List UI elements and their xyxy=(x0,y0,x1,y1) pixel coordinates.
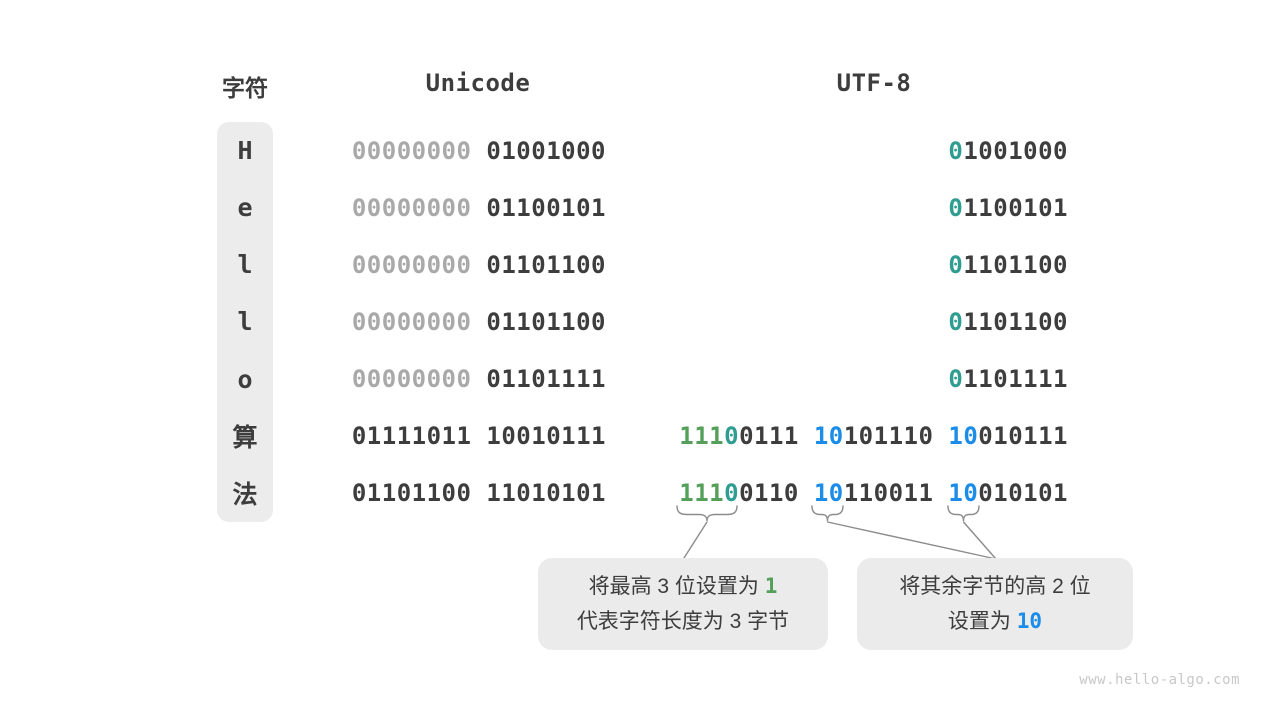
text-segment: 111 xyxy=(679,422,725,451)
column-header-char: 字符 xyxy=(222,75,268,101)
text-segment: 111 xyxy=(679,479,725,508)
text-segment: 00000000 xyxy=(351,136,487,165)
callout-line: 设置为 10 xyxy=(857,604,1133,639)
text-segment: 0 xyxy=(948,365,964,394)
callout-line: 将其余字节的高 2 位 xyxy=(857,569,1133,604)
char-cell: e xyxy=(217,179,273,236)
text-segment: 0 xyxy=(948,250,964,279)
text-segment: 设置为 xyxy=(947,610,1017,633)
text-segment: 1001000 xyxy=(963,136,1068,165)
text-segment: l xyxy=(237,250,253,280)
callout-line: 代表字符长度为 3 字节 xyxy=(538,604,828,639)
text-segment: 0 xyxy=(948,307,964,336)
text-segment: 010111 xyxy=(978,422,1068,451)
unicode-row: 00000000 01101100 xyxy=(340,293,606,350)
text-segment: 00000000 xyxy=(351,250,487,279)
text-segment: 将最高 3 位设置为 xyxy=(588,575,765,598)
text-segment: 10 xyxy=(813,422,844,451)
char-cell: 算 xyxy=(217,408,273,465)
text-segment: 10 xyxy=(1016,609,1043,633)
text-segment: 0 xyxy=(724,422,740,451)
unicode-row: 00000000 01101100 xyxy=(340,236,606,293)
connector-line-prefix xyxy=(683,521,708,559)
text-segment: 10 xyxy=(813,479,844,508)
unicode-row: 00000000 01001000 xyxy=(340,122,606,179)
text-segment: 101110 xyxy=(843,422,949,451)
unicode-row: 01101100 11010101 xyxy=(340,465,606,522)
text-segment: 算 xyxy=(232,423,258,453)
text-segment: 01100101 xyxy=(486,193,606,222)
text-segment: 00000000 xyxy=(351,193,487,222)
text-segment: 0 xyxy=(724,479,740,508)
column-header-utf8: UTF-8 xyxy=(836,69,912,97)
callout-line: 将最高 3 位设置为 1 xyxy=(538,569,828,604)
unicode-row: 00000000 01100101 xyxy=(340,179,606,236)
text-segment: 0111 xyxy=(739,422,814,451)
char-cell: o xyxy=(217,351,273,408)
text-segment: 01111011 10010111 xyxy=(351,422,606,451)
text-segment: 1100101 xyxy=(963,193,1068,222)
text-segment: 法 xyxy=(232,480,258,510)
text-segment: 01001000 xyxy=(486,136,606,165)
text-segment: 将其余字节的高 2 位 xyxy=(899,575,1091,598)
text-segment: 010101 xyxy=(978,479,1068,508)
text-segment: e xyxy=(237,193,253,223)
watermark: www.hello-algo.com xyxy=(1079,672,1240,688)
text-segment: 01101100 11010101 xyxy=(351,479,606,508)
callout-high-bits: 将最高 3 位设置为 1 代表字符长度为 3 字节 xyxy=(538,558,828,650)
text-segment: o xyxy=(237,364,253,394)
connector-line-byte2 xyxy=(826,521,997,560)
column-header-unicode: Unicode xyxy=(425,69,531,97)
text-segment: 代表字符长度为 3 字节 xyxy=(576,610,790,633)
char-cell: l xyxy=(217,293,273,350)
text-segment: l xyxy=(237,307,253,337)
connector-line-byte3 xyxy=(962,521,997,560)
text-segment: 01101111 xyxy=(486,365,606,394)
text-segment: 0 xyxy=(948,136,964,165)
text-segment: 10 xyxy=(948,479,979,508)
text-segment: 1101100 xyxy=(963,250,1068,279)
text-segment: 110011 xyxy=(843,479,949,508)
text-segment: 01101100 xyxy=(486,307,606,336)
text-segment: 1 xyxy=(764,574,778,598)
unicode-row: 01111011 10010111 xyxy=(340,408,606,465)
text-segment: 00000000 xyxy=(351,365,487,394)
callout-continuation-bits: 将其余字节的高 2 位设置为 10 xyxy=(857,558,1133,650)
text-segment: H xyxy=(237,136,253,166)
char-cell: l xyxy=(217,236,273,293)
text-segment: 01101100 xyxy=(486,250,606,279)
text-segment: 0110 xyxy=(739,479,814,508)
text-segment: 10 xyxy=(948,422,979,451)
char-cell: H xyxy=(217,122,273,179)
unicode-row: 00000000 01101111 xyxy=(340,351,606,408)
char-cell: 法 xyxy=(217,465,273,522)
text-segment: 1101111 xyxy=(963,365,1068,394)
text-segment: 1101100 xyxy=(963,307,1068,336)
text-segment: 00000000 xyxy=(351,307,487,336)
text-segment: 0 xyxy=(948,193,964,222)
